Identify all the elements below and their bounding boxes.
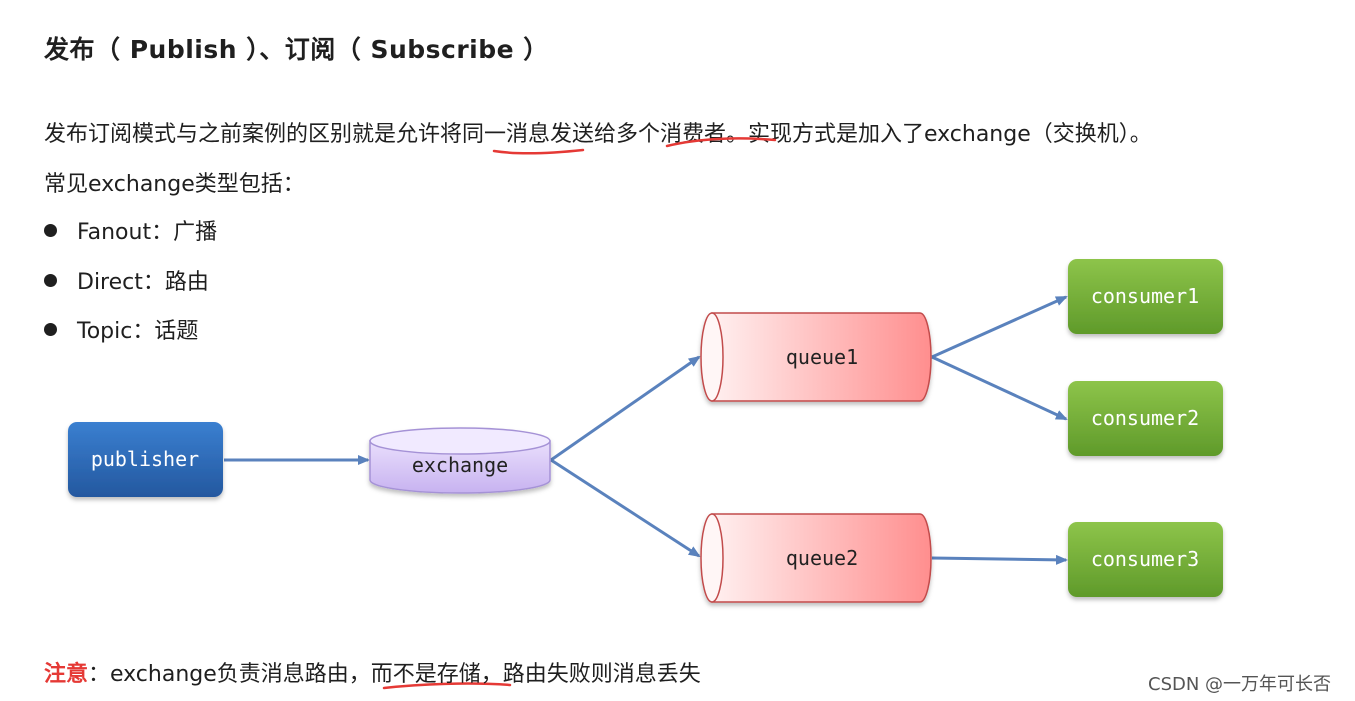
intro-paragraph: 发布订阅模式与之前案例的区别就是允许将同一消息发送给多个消费者。实现方式是加入了… xyxy=(44,122,1152,147)
bullet-dot-icon xyxy=(44,223,57,237)
bullet-topic: Topic：话题 xyxy=(44,313,198,345)
arrow-queue1-consumer1 xyxy=(931,295,1068,359)
exchange-label: exchange xyxy=(412,453,508,477)
consumer2-node xyxy=(1068,381,1223,456)
publisher-node xyxy=(68,422,223,497)
bullet-fanout: Fanout：广播 xyxy=(44,214,217,246)
underline-same-message xyxy=(492,148,585,155)
note-line: 注意：exchange负责消息路由，而不是存储，路由失败则消息丢失 xyxy=(44,656,701,688)
arrow-exchange-queue1 xyxy=(550,355,701,462)
consumer2-label: consumer2 xyxy=(1091,406,1199,430)
queue2-node xyxy=(700,513,932,603)
consumer3-label: consumer3 xyxy=(1091,547,1199,571)
arrows xyxy=(224,295,1068,565)
underline-not-storage xyxy=(382,682,512,690)
annotation-underlines xyxy=(382,137,777,690)
bullet-dot-icon xyxy=(44,322,57,336)
underline-multiple-consumers xyxy=(665,137,777,148)
queue1-label: queue1 xyxy=(786,345,858,369)
consumer1-label: consumer1 xyxy=(1091,284,1199,308)
consumer3-node xyxy=(1068,522,1223,597)
arrow-exchange-queue2 xyxy=(550,458,701,558)
bullet-direct: Direct：路由 xyxy=(44,264,209,296)
exchange-node xyxy=(369,427,551,494)
arrow-queue2-consumer3 xyxy=(931,554,1068,565)
queue2-label: queue2 xyxy=(786,546,858,570)
queue1-node xyxy=(700,312,932,402)
page-title: 发布（ Publish ）、订阅（ Subscribe ） xyxy=(44,35,549,64)
bullet-label: Fanout：广播 xyxy=(77,220,218,245)
bullet-dot-icon xyxy=(44,273,57,287)
consumer1-node xyxy=(1068,259,1223,334)
arrow-queue1-consumer2 xyxy=(931,355,1068,421)
bullet-label: Direct：路由 xyxy=(77,270,209,295)
note-label: 注意 xyxy=(44,662,89,687)
note-text: ：exchange负责消息路由，而不是存储，路由失败则消息丢失 xyxy=(88,662,701,687)
bullet-label: Topic：话题 xyxy=(77,319,199,344)
publisher-label: publisher xyxy=(91,447,199,471)
watermark: CSDN @一万年可长否 xyxy=(1148,674,1332,695)
exchange-types-heading: 常见exchange类型包括： xyxy=(44,172,305,197)
